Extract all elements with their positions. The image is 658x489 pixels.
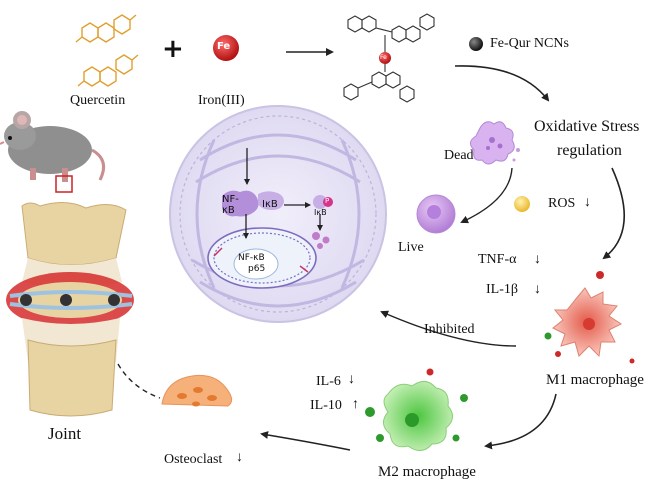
nucleus-nfkb-label: NF-κB — [238, 253, 265, 263]
il6-arrow: ↓ — [348, 372, 355, 388]
il1-label: IL-1β — [486, 282, 518, 298]
m1-particle — [555, 351, 561, 357]
fe-qur-label: Fe-Qur NCNs — [490, 36, 569, 52]
ncn-to-oxidative-arrow — [455, 66, 548, 100]
nfkb-label: NF- κB — [222, 194, 239, 216]
iron-label: Iron(III) — [198, 93, 245, 109]
joint-icon — [6, 202, 134, 416]
m2-particle — [427, 369, 434, 376]
plus-sign: + — [162, 34, 184, 64]
tnf-label: TNF-α — [478, 252, 516, 268]
live-label: Live — [398, 240, 424, 256]
quercetin-label: Quercetin — [70, 93, 125, 109]
m2-macrophage-label: M2 macrophage — [378, 464, 476, 481]
osteoclast-label: Osteoclast — [164, 452, 222, 468]
nucleus-p65-label: p65 — [248, 264, 265, 274]
cell-icon — [170, 106, 386, 322]
il10-label: IL-10 — [310, 398, 342, 414]
m1-particle — [630, 359, 635, 364]
ros-icon — [514, 196, 530, 212]
m1-particle — [596, 271, 604, 279]
phosphate-label: P — [325, 197, 329, 205]
dead-to-live-arrow — [462, 168, 512, 222]
il10-arrow: ↑ — [352, 397, 359, 413]
oxidative-stress-label-2: regulation — [557, 142, 622, 160]
mouse-icon — [0, 111, 104, 182]
il1-arrow: ↓ — [534, 282, 541, 298]
inhibited-label: Inhibited — [424, 322, 475, 338]
ros-label: ROS — [548, 196, 575, 212]
ikb-label: IκB — [262, 199, 278, 210]
dead-cell-icon — [470, 122, 520, 164]
m2-particle — [365, 407, 375, 417]
live-cell-icon — [417, 195, 455, 233]
m1-particle — [545, 333, 552, 340]
fe-symbol: Fe — [217, 41, 230, 52]
ikb-small-label: IκB — [314, 208, 327, 217]
m2-to-osteoclast-arrow — [262, 434, 350, 450]
m1-to-m2-arrow — [486, 394, 556, 446]
oxidative-stress-label-1: Oxidative Stress — [534, 118, 639, 136]
m2-particle — [376, 434, 384, 442]
fe-qur-ncn-icon — [469, 37, 483, 51]
m2-particle — [460, 394, 468, 402]
m1-macrophage-icon — [553, 288, 621, 356]
m2-particle — [453, 435, 460, 442]
oxidative-to-m1-arrow — [604, 168, 624, 258]
ros-arrow: ↓ — [584, 195, 591, 211]
fe-center-symbol: Fe — [380, 54, 387, 61]
joint-link-dashed — [118, 364, 160, 398]
osteoclast-icon — [162, 375, 232, 406]
osteoclast-arrow: ↓ — [236, 450, 243, 466]
quercetin-molecule-icon — [76, 15, 138, 86]
m2-macrophage-icon — [383, 381, 452, 450]
il6-label: IL-6 — [316, 374, 341, 390]
tnf-arrow: ↓ — [534, 252, 541, 268]
joint-label: Joint — [48, 424, 81, 444]
dead-label: Dead — [444, 148, 474, 164]
m1-macrophage-label: M1 macrophage — [546, 372, 644, 389]
